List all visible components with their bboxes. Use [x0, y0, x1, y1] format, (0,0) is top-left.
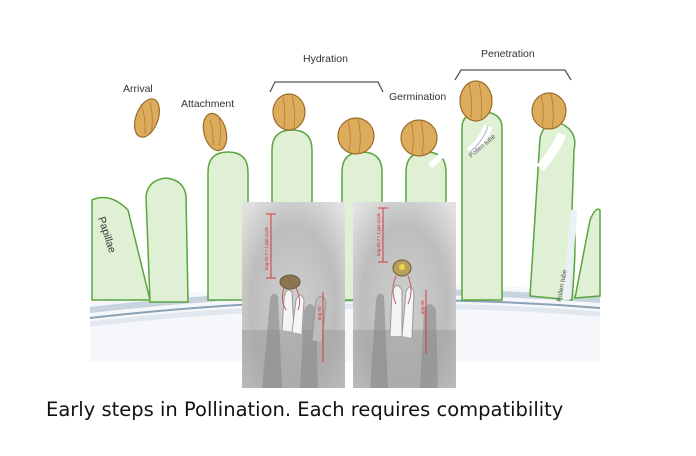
papilla: [207, 151, 249, 301]
micrograph-right: img 65.7 • 1 µm scale img 00: [353, 202, 456, 388]
papilla: [91, 196, 151, 301]
caption: Early steps in Pollination. Each require…: [46, 398, 564, 421]
pollen-grain-penetration: [531, 92, 567, 130]
micro-left-side: img 00: [317, 306, 322, 320]
label-attachment: Attachment: [181, 98, 234, 110]
pollen-grain-germination: [400, 119, 438, 157]
label-penetration: Penetration: [481, 48, 535, 60]
micro-right-side: img 00: [420, 300, 425, 314]
stage-brackets: [269, 69, 572, 93]
micrograph-left: img 65.7 • 1 µm scale img 00: [242, 202, 345, 388]
pollen-grains: [134, 80, 567, 157]
pollen-grain-attachment: [202, 112, 228, 152]
pollen-grain-hydration: [337, 117, 375, 155]
pollen-tubes: [428, 124, 578, 301]
hydration-bracket: [269, 81, 384, 93]
micro-right-scale: img 65.7 • 1 µm scale: [376, 212, 381, 256]
papilla: [574, 208, 601, 299]
papilla: [145, 177, 189, 303]
pollen-ridges: [140, 82, 554, 156]
pollen-grain-arrival: [134, 98, 160, 138]
label-arrival: Arrival: [123, 83, 153, 95]
micro-left-scale: img 65.7 • 1 µm scale: [264, 226, 269, 270]
label-hydration: Hydration: [303, 53, 348, 65]
pollen-grain-hydration: [272, 93, 306, 131]
label-germination: Germination: [389, 91, 446, 103]
pollen-grain-penetration: [459, 80, 493, 122]
penetration-bracket: [454, 69, 572, 81]
